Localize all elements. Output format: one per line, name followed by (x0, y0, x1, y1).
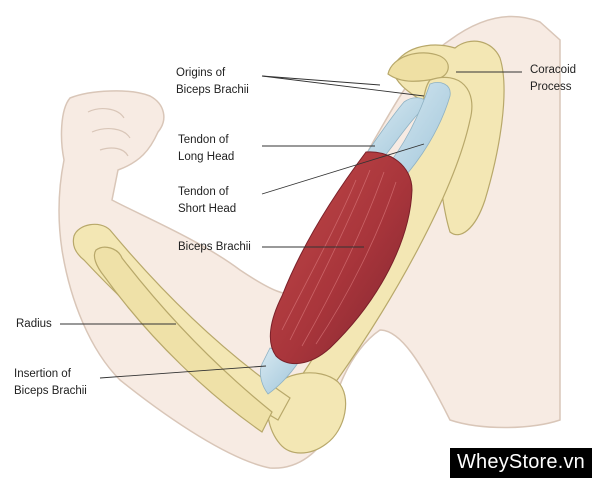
wheystore-watermark: WheyStore.vn (450, 448, 592, 478)
biceps-brachii-label: Biceps Brachii (178, 239, 251, 256)
coracoid-process-bone (388, 53, 448, 81)
radius-label: Radius (16, 316, 52, 333)
